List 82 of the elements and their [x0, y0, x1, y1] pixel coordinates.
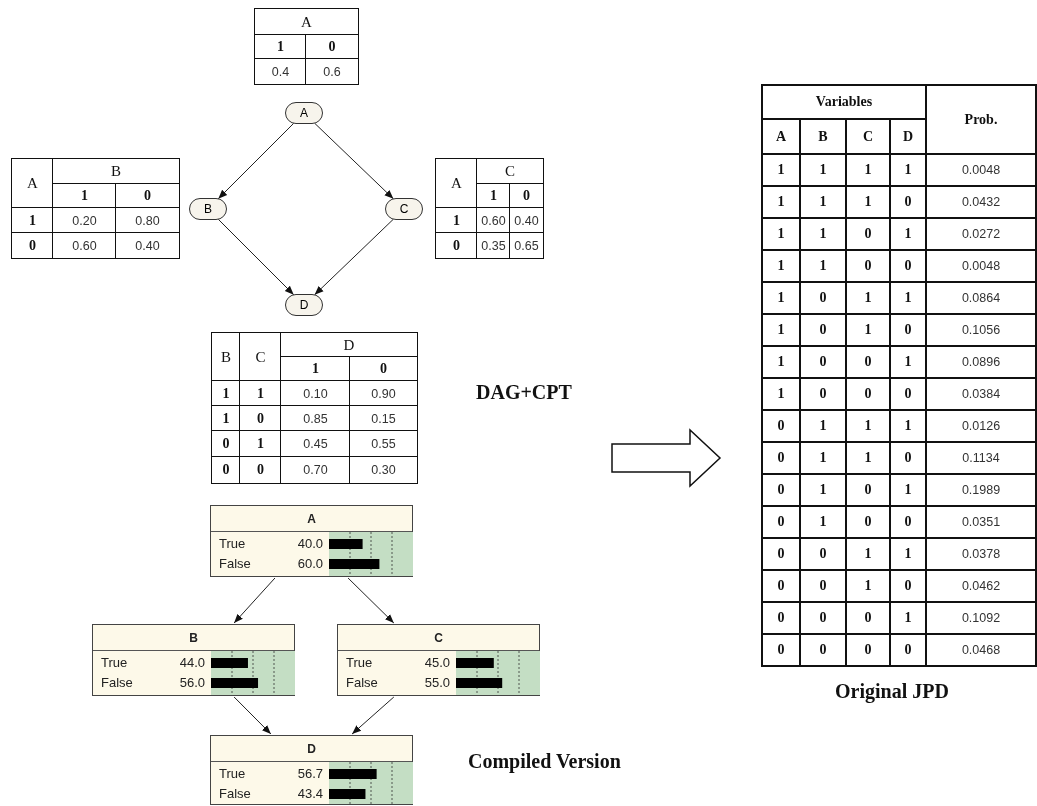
- table-cell: 0.85: [280, 405, 351, 432]
- table-cell: 0.30: [349, 456, 418, 484]
- table-cell: 1: [254, 34, 307, 60]
- probability-value: 44.0: [178, 655, 205, 671]
- table-cell: 1: [280, 356, 351, 382]
- table-cell: 0.40: [509, 207, 544, 234]
- table-cell: 1: [211, 405, 241, 432]
- caption-text: Compiled Version: [468, 750, 621, 773]
- table-cell: 0.60: [52, 232, 117, 259]
- table-cell: 0.55: [349, 430, 418, 458]
- probability-value: 43.4: [296, 786, 323, 802]
- arrow: [217, 122, 295, 200]
- table-cell: 0.15: [349, 405, 418, 432]
- state-label: False: [219, 556, 251, 572]
- table-cell: 0: [239, 456, 282, 484]
- table-cell: 0: [435, 232, 478, 259]
- variable-node: B: [189, 198, 227, 220]
- belief-node-box: [210, 735, 413, 805]
- table-cell: 0.40: [115, 232, 180, 259]
- table-cell: 1: [435, 207, 478, 234]
- belief-node-box: [210, 505, 413, 577]
- probability-value: 45.0: [423, 655, 450, 671]
- state-label: True: [219, 536, 246, 552]
- probability-value: 55.0: [423, 675, 450, 691]
- table-cell: 0: [211, 456, 241, 484]
- table-cell: A: [11, 158, 54, 209]
- table-cell: C: [239, 332, 282, 382]
- table-cell: 1: [211, 380, 241, 407]
- belief-node-box: [337, 624, 540, 696]
- arrow: [347, 577, 395, 624]
- belief-node-box: [92, 624, 295, 696]
- table-cell: 1: [476, 183, 511, 209]
- table-cell: 0.20: [52, 207, 117, 234]
- caption-text: DAG+CPT: [476, 381, 572, 404]
- table-cell: 0: [239, 405, 282, 432]
- arrow: [217, 218, 295, 296]
- table-cell: Variables: [760, 83, 928, 121]
- table-cell: C: [476, 158, 544, 185]
- state-label: True: [346, 655, 373, 671]
- table-cell: 0: [509, 183, 544, 209]
- state-label: False: [346, 675, 378, 691]
- table-cell: D: [280, 332, 418, 358]
- table-cell: 0.60: [476, 207, 511, 234]
- probability-value: 40.0: [296, 536, 323, 552]
- table-cell: 0.65: [509, 232, 544, 259]
- arrow: [233, 696, 272, 735]
- table-cell: 1: [239, 380, 282, 407]
- probability-value: 56.0: [178, 675, 205, 691]
- probability-value: 60.0: [296, 556, 323, 572]
- table-cell: 0.45: [280, 430, 351, 458]
- arrow: [351, 696, 395, 735]
- table-cell: 1: [52, 183, 117, 209]
- arrow: [233, 577, 276, 624]
- table-cell: 0.70: [280, 456, 351, 484]
- state-label: False: [101, 675, 133, 691]
- variable-node: D: [285, 294, 323, 316]
- table-cell: 0: [349, 356, 418, 382]
- table-cell: 0.0468: [924, 632, 1037, 668]
- table-cell: A: [254, 8, 359, 36]
- table-cell: 0.6: [305, 58, 359, 85]
- table-cell: Prob.: [924, 83, 1037, 156]
- state-label: True: [101, 655, 128, 671]
- table-cell: 0.4: [254, 58, 307, 85]
- probability-value: 56.7: [296, 766, 323, 782]
- state-label: True: [219, 766, 246, 782]
- table-cell: 0.90: [349, 380, 418, 407]
- table-cell: A: [435, 158, 478, 209]
- table-cell: 1: [11, 207, 54, 234]
- table-cell: 0: [115, 183, 180, 209]
- variable-node: A: [285, 102, 323, 124]
- caption-text: Original JPD: [835, 680, 949, 703]
- table-cell: 0.80: [115, 207, 180, 234]
- state-label: False: [219, 786, 251, 802]
- table-cell: 0.35: [476, 232, 511, 259]
- variable-node: C: [385, 198, 423, 220]
- table-cell: 0.10: [280, 380, 351, 407]
- arrow: [314, 122, 394, 200]
- table-cell: 0: [305, 34, 359, 60]
- table-cell: B: [52, 158, 180, 185]
- arrow: [314, 218, 394, 296]
- table-cell: 1: [239, 430, 282, 458]
- table-cell: 0: [11, 232, 54, 259]
